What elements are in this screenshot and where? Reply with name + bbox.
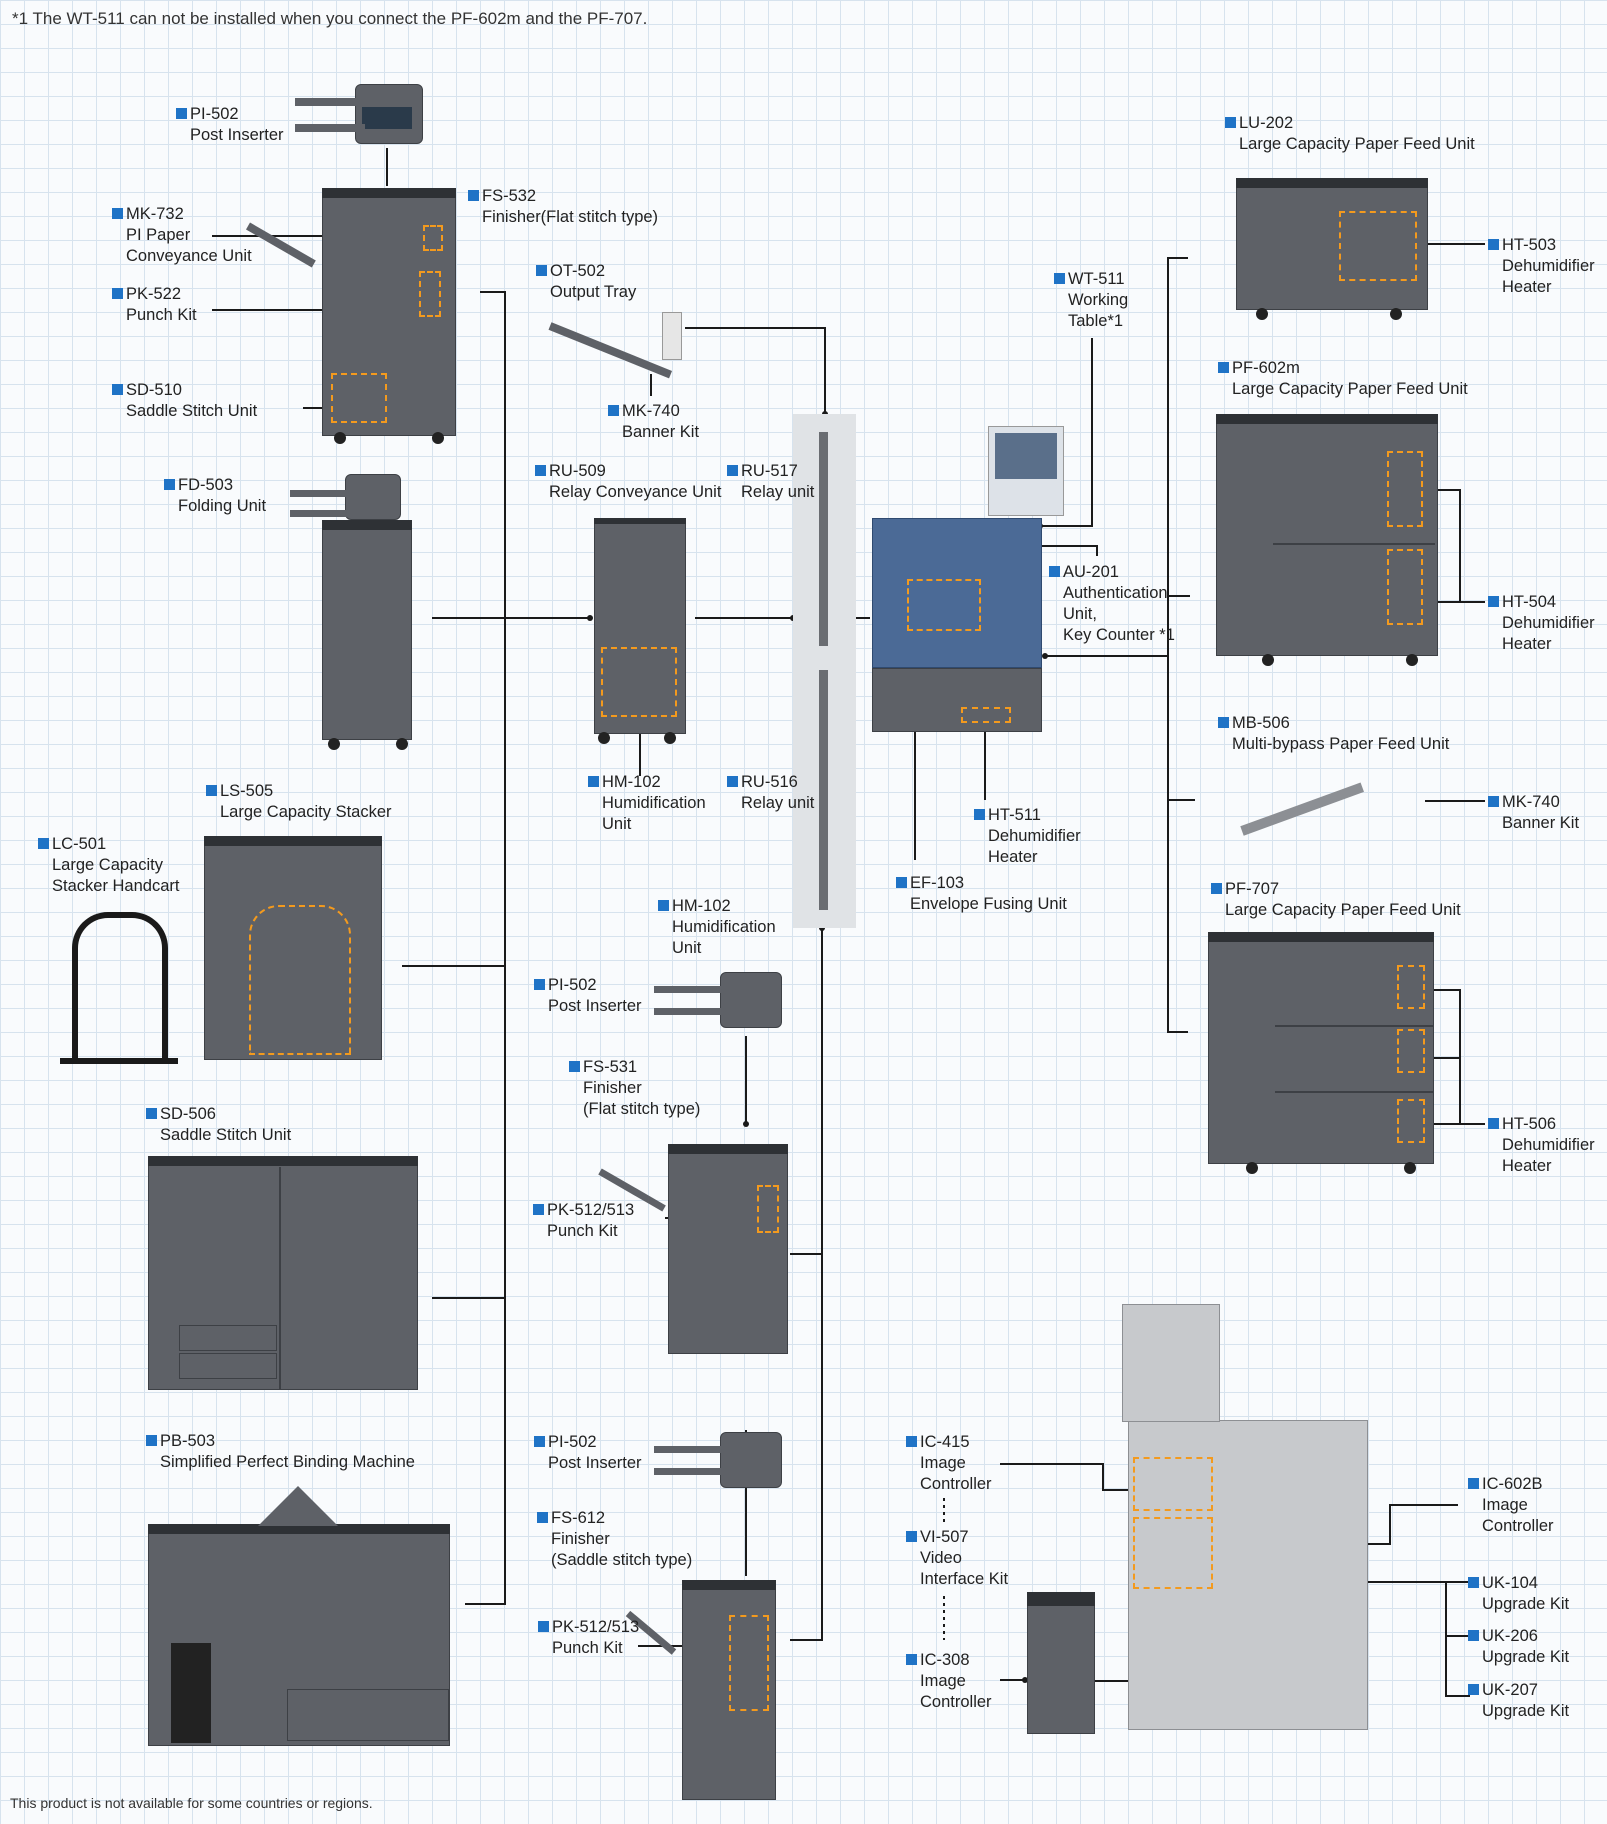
pi502-c-device (720, 1432, 782, 1488)
main-engine-device (872, 518, 1042, 668)
main-engine-feed-device (872, 668, 1042, 732)
ru509-device (594, 518, 686, 734)
pi502-b-device (720, 972, 782, 1028)
lc501-handcart-device (72, 912, 168, 1060)
pb503-cover-icon (258, 1486, 338, 1526)
wire-ot502 (685, 327, 826, 414)
control-panel-device (988, 426, 1064, 516)
screen-icon (995, 433, 1057, 479)
fd503-device (322, 520, 412, 740)
pi502-tray-icon (295, 124, 365, 132)
fs532-device (322, 188, 456, 436)
fs612-device (682, 1580, 776, 1800)
wire-left-trunk (465, 291, 506, 1605)
fs531-device (668, 1144, 788, 1354)
wire-ic415 (1000, 1463, 1142, 1491)
pi502-tray-icon (295, 98, 365, 106)
wire-wt511 (1040, 338, 1093, 527)
footnote-wt511: *1 The WT-511 can not be installed when … (12, 9, 648, 28)
pb503-device (148, 1524, 450, 1746)
controller-upper-device (1122, 1304, 1220, 1422)
ls505-device (204, 836, 382, 1060)
relay-unit-column (793, 414, 856, 928)
ot502-device (662, 312, 682, 360)
wire-right-trunk (1167, 257, 1188, 1033)
pf707-device (1208, 932, 1434, 1164)
availability-note: This product is not available for some c… (10, 1795, 373, 1811)
pi502-device (355, 84, 423, 144)
panel-icon (362, 107, 412, 129)
pf602m-device (1216, 414, 1438, 656)
controller-device (1128, 1420, 1368, 1730)
ic308-device (1027, 1592, 1095, 1734)
wire-center-trunk (790, 928, 823, 1641)
lu202-device (1236, 178, 1428, 310)
sd506-device (148, 1156, 418, 1390)
wire-au201 (1035, 545, 1098, 556)
wire-ht504 (1420, 489, 1485, 603)
